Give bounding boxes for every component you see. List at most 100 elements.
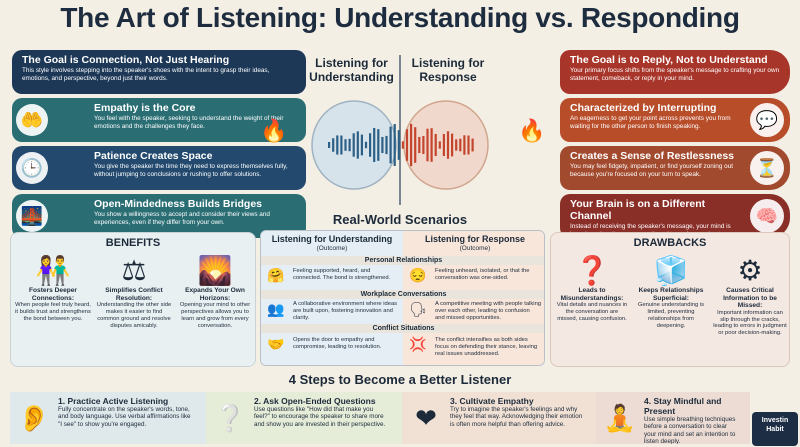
hourglass-icon: ⏳	[750, 151, 784, 185]
left-card-title: Open-Mindedness Builds Bridges	[94, 198, 263, 210]
horizon-icon: 🌄	[197, 255, 233, 286]
right-card-title: The Goal is to Reply, Not to Understand	[570, 54, 768, 66]
right-card-text: Your primary focus shifts from the speak…	[570, 67, 780, 82]
wave-bar	[401, 141, 404, 149]
scenario-left-text: A collaborative environment where ideas …	[293, 301, 398, 321]
step-text: Fully concentrate on the speaker's words…	[58, 406, 191, 428]
wave-bar	[430, 128, 433, 162]
step-title: 2. Ask Open-Ended Questions	[254, 396, 376, 406]
wave-bar	[422, 135, 425, 155]
wave-bar	[377, 129, 380, 161]
scenario-section-conflict: Conflict Situations	[261, 324, 544, 333]
wave-bar	[418, 136, 421, 154]
right-card-title: Creates a Sense of Restlessness	[570, 150, 735, 162]
right-card-text: An eagerness to get your point across pr…	[570, 115, 731, 130]
brain-icon: 🧠	[750, 199, 784, 233]
scales-icon: ⚖	[121, 255, 147, 286]
right-card-restlessness: ⏳ Creates a Sense of Restlessness You ma…	[560, 146, 790, 190]
steps-title: 4 Steps to Become a Better Listener	[288, 372, 512, 387]
heart-icon: ❤	[415, 402, 437, 433]
scenario-left-text: Feeling supported, heard, and connected.…	[293, 268, 391, 281]
drawback-item: 🧊 Keeps Relationships Superficial:Genuin…	[633, 255, 709, 329]
step-title: 3. Cultivate Empathy	[450, 396, 534, 406]
wave-bar	[455, 139, 458, 151]
hug-icon: 🤗	[267, 267, 285, 283]
wave-bar	[389, 126, 392, 164]
ear-icon: 👂	[17, 402, 51, 433]
left-card-empathy: 🤲 Empathy is the Core You feel with the …	[12, 98, 306, 142]
scenarios-left-header: Listening for Understanding(Outcome)	[271, 234, 393, 252]
wave-bar	[385, 135, 388, 155]
left-card-patience: 🕒 Patience Creates Space You give the sp…	[12, 146, 306, 190]
wave-bar	[459, 138, 462, 152]
iceberg-icon: 🧊	[653, 255, 689, 286]
step-text: Use simple breathing techniques before a…	[644, 416, 736, 444]
wave-bar	[381, 136, 384, 154]
wave-bar	[442, 134, 445, 156]
wave-bar	[393, 124, 396, 166]
page-title: The Art of Listening: Understanding vs. …	[60, 2, 740, 33]
drawback-item: ❓ Leads to Misunderstandings:Vital detai…	[556, 255, 628, 322]
clock-icon: 🕒	[16, 152, 48, 184]
wave-bar	[410, 123, 413, 167]
step-text: Try to imagine the speaker's feelings an…	[450, 406, 583, 428]
left-ear-icon: 🔥	[260, 118, 288, 143]
wave-bar	[348, 138, 351, 152]
wave-bar	[352, 133, 355, 157]
scenario-right-text: A competitive meeting with people talkin…	[435, 301, 542, 321]
left-card-title: Empathy is the Core	[94, 102, 196, 114]
center-divider	[399, 55, 401, 205]
right-card-interrupting: 💬 Characterized by Interrupting An eager…	[560, 98, 790, 142]
left-card-text: This style involves stepping into the sp…	[22, 67, 270, 82]
drawbacks-title: DRAWBACKS	[633, 237, 707, 249]
scenario-left-text: Opens the door to empathy and compromise…	[293, 337, 382, 350]
heart-hands-icon: 🤲	[16, 104, 48, 136]
step-text: Use questions like "How did that make yo…	[254, 406, 386, 428]
wave-bar	[467, 135, 470, 155]
right-ear-icon: 🔥	[518, 118, 546, 143]
right-card-reply: The Goal is to Reply, Not to Understand …	[560, 50, 790, 94]
wave-bar	[369, 133, 372, 157]
wave-bar	[373, 128, 376, 162]
scenario-right-text: Feeling unheard, isolated, or that the c…	[435, 268, 530, 281]
right-card-title: Your Brain is on a Different Channel	[570, 198, 706, 222]
wave-bar	[356, 131, 359, 159]
argument-icon: 💢	[409, 336, 427, 352]
handshake-icon: 🤝	[267, 336, 285, 352]
scenario-section-workplace: Workplace Conversations	[261, 290, 544, 299]
drawbacks-panel: DRAWBACKS ❓ Leads to Misunderstandings:V…	[550, 232, 790, 367]
sound-wave	[328, 123, 474, 167]
isolated-person-icon: 😔	[409, 267, 427, 283]
scenario-section-personal: Personal Relationships	[261, 256, 544, 265]
wave-bar	[414, 127, 417, 163]
meeting-icon: 🗣	[409, 301, 427, 317]
question-bubble-icon: ❔	[213, 402, 247, 433]
right-card-title: Characterized by Interrupting	[570, 102, 717, 114]
center-label-response: Listening for Response	[411, 56, 485, 84]
benefit-item: 🌄 Expands Your Own Horizons:Opening your…	[177, 255, 253, 329]
wave-bar	[438, 141, 441, 149]
right-card-channel: 🧠 Your Brain is on a Different Channel I…	[560, 194, 790, 238]
wave-bar	[397, 130, 400, 160]
wave-bar	[451, 133, 454, 157]
bridge-icon: 🌉	[16, 200, 48, 232]
wave-bar	[471, 138, 474, 152]
step-title: 4. Stay Mindful and Present	[644, 396, 722, 416]
meditation-icon: 🧘	[603, 402, 637, 433]
benefits-panel: BENEFITS 👫 Fosters Deeper Connections:Wh…	[10, 232, 256, 367]
wave-bar	[332, 138, 335, 152]
wave-bar	[364, 141, 368, 149]
speech-bubbles-icon: 💬	[750, 103, 784, 137]
benefit-item: 👫 Fosters Deeper Connections:When people…	[15, 255, 91, 322]
broken-gear-icon: ⚙	[737, 255, 763, 286]
brain-soundwave-graphic	[311, 100, 489, 190]
scenarios-right-header: Listening for Response(Outcome)	[424, 234, 525, 252]
wave-bar	[426, 128, 429, 162]
wave-bar	[405, 129, 409, 161]
left-card-open-mind: 🌉 Open-Mindedness Builds Bridges You sho…	[12, 194, 306, 238]
wave-bar	[336, 135, 339, 155]
scenarios-table: Listening for Understanding(Outcome) Lis…	[260, 230, 545, 366]
